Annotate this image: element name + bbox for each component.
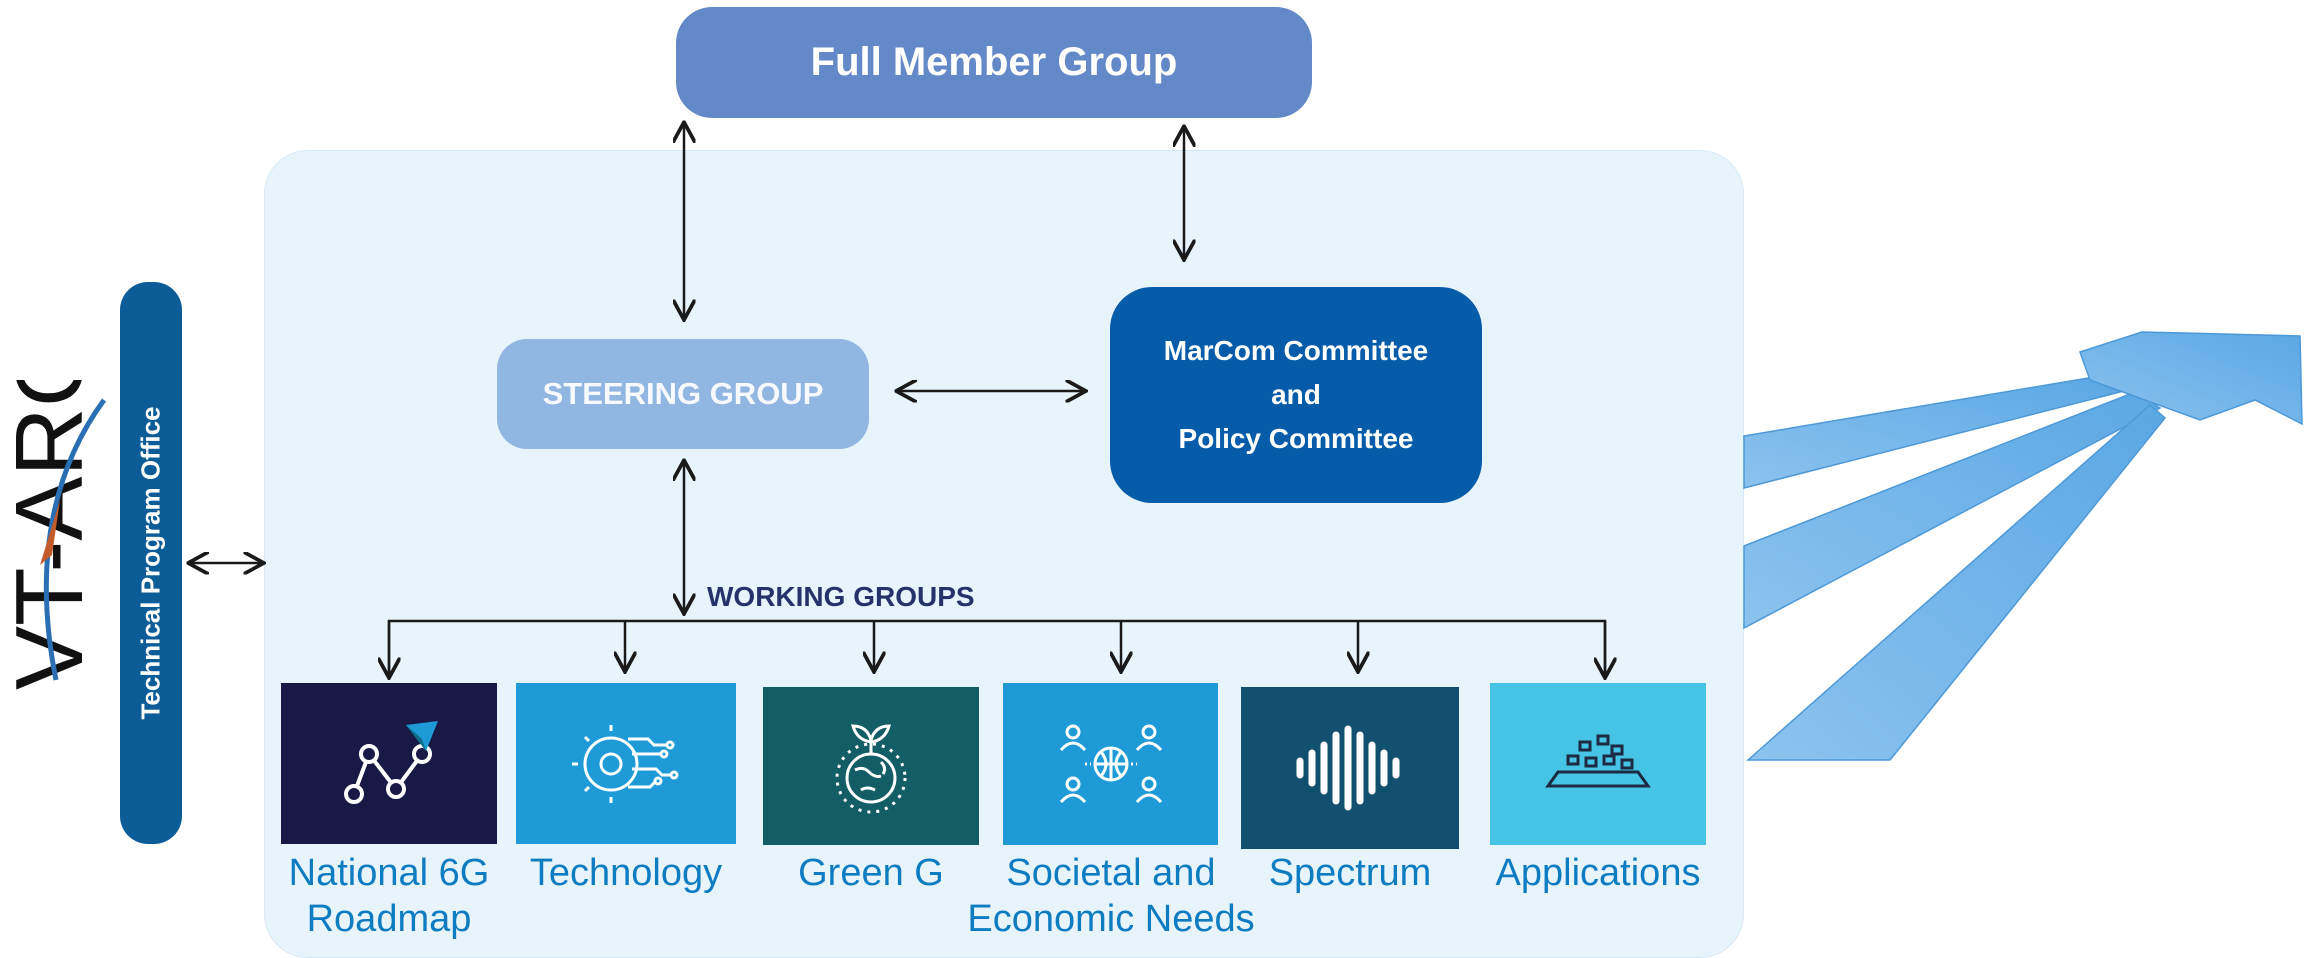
vt-arc-logo: VT-ARC (0, 380, 107, 690)
full-member-group-label: Full Member Group (810, 40, 1178, 84)
wg-label-line-1: Spectrum (1268, 852, 1432, 894)
brain-gear-icon (572, 724, 679, 803)
waveform-icon (1296, 725, 1400, 811)
wg-label-line-2: Economic Needs (967, 898, 1255, 940)
working-groups-label: WORKING GROUPS (707, 581, 975, 612)
roadmap-icon (344, 720, 438, 804)
apps-platform-icon (1545, 734, 1651, 788)
wg-label-line-1: Applications (1495, 852, 1701, 894)
marcom-policy-committee-box: MarCom Committee and Policy Committee (1110, 287, 1482, 503)
arrow-fan-icon (1743, 331, 2303, 761)
wg-label-spectrum: Spectrum (1231, 850, 1469, 896)
wg-tile-technology (516, 683, 736, 844)
wg-tile-national-6g-roadmap (281, 683, 497, 844)
wg-tile-spectrum (1241, 687, 1459, 849)
wg-label-green-g: Green G (753, 850, 989, 896)
wg-label-applications: Applications (1470, 850, 1726, 896)
marcom-line-3: Policy Committee (1178, 423, 1414, 454)
wg-label-technology: Technology (506, 850, 746, 896)
steering-group-label: STEERING GROUP (542, 376, 824, 411)
wg-tile-green-g (763, 687, 979, 845)
marcom-line-2: and (1271, 379, 1321, 410)
people-globe-icon (1059, 724, 1162, 804)
wg-label-line-2: Roadmap (306, 898, 472, 940)
wg-label-line-1: Technology (529, 852, 723, 894)
technical-program-office-bar: Technical Program Office (120, 282, 182, 844)
steering-group-box: STEERING GROUP (497, 339, 869, 449)
wg-tile-applications (1490, 683, 1706, 845)
wg-label-national-6g-roadmap: National 6G Roadmap (271, 850, 507, 942)
wg-tile-societal-economic-needs (1003, 683, 1218, 845)
wg-label-line-1: Green G (798, 852, 944, 894)
full-member-group-box: Full Member Group (676, 7, 1312, 118)
marcom-line-1: MarCom Committee (1163, 335, 1429, 366)
wg-label-societal-economic-needs: Societal and Economic Needs (963, 850, 1259, 942)
wg-label-line-1: Societal and (1006, 852, 1216, 894)
sprout-globe-icon (835, 724, 907, 814)
wg-label-line-1: National 6G (288, 852, 490, 894)
working-groups-bus (387, 619, 1607, 676)
